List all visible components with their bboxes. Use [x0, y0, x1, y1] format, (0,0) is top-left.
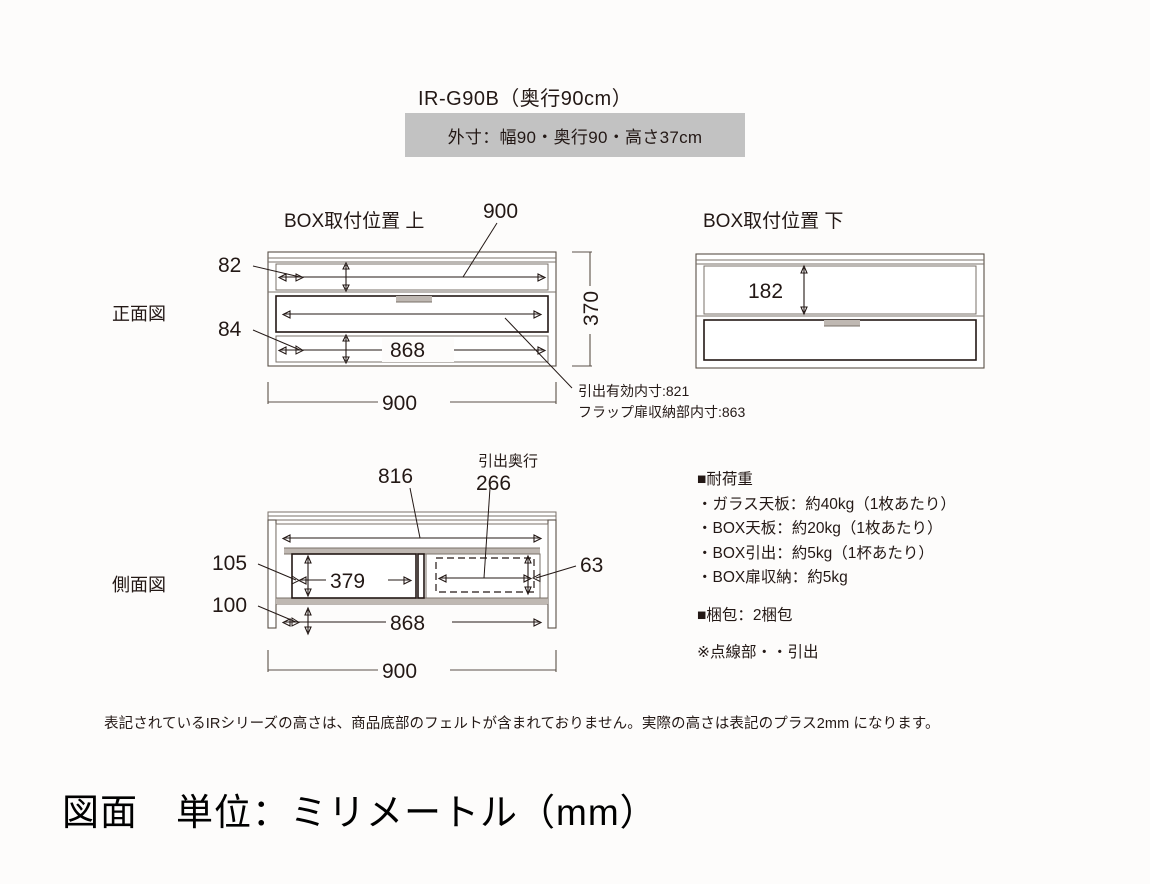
spec-load-item: ・BOX扉収納：約5kg	[697, 569, 848, 586]
caption-box-position-top: BOX取付位置 上	[284, 211, 425, 232]
side-label-drawer-depth: 引出奥行	[478, 453, 538, 470]
spec-load-item: ・ガラス天板：約40kg（1枚あたり）	[697, 495, 956, 513]
spec-load-item: ・BOX天板：約20kg（1枚あたり）	[697, 520, 943, 537]
front-view-notes: 引出有効内寸:821 フラップ扉収納部内寸:863	[578, 381, 745, 423]
side-view-drawing: 816 引出奥行 266 105 379 63 100	[212, 453, 603, 683]
footer-note: 表記されているIRシリーズの高さは、商品底部のフェルトが含まれておりません。実際…	[104, 716, 940, 732]
note-flap-inner: フラップ扉収納部内寸:863	[578, 404, 746, 420]
spacer	[697, 628, 956, 641]
side-dim-63: 63	[580, 554, 603, 577]
spec-load-heading: ■耐荷重	[697, 471, 753, 488]
label-side-view: 側面図	[112, 575, 166, 595]
spec-packing: ■梱包：2梱包	[697, 606, 793, 624]
side-dim-266: 266	[476, 472, 511, 495]
bottom-box-dim-182: 182	[748, 280, 783, 303]
caption-box-position-bottom: BOX取付位置 下	[703, 211, 844, 232]
unit-title: 図面 単位：ミリメートル（mm）	[62, 792, 658, 833]
external-dimensions-banner: 外寸：幅90・奥行90・高さ37cm	[405, 113, 745, 157]
front-dim-868: 868	[390, 339, 425, 362]
bottom-box-view-drawing: 182	[695, 253, 985, 369]
front-dim-370: 370	[580, 291, 603, 326]
side-dim-816: 816	[378, 465, 413, 488]
label-front-view: 正面図	[112, 304, 166, 324]
note-drawer-inner: 引出有効内寸:821	[578, 383, 690, 399]
side-dim-100: 100	[212, 594, 247, 617]
side-dim-105: 105	[212, 552, 247, 575]
external-dimensions-text: 外寸：幅90・奥行90・高さ37cm	[447, 127, 703, 147]
spec-load-item: ・BOX引出：約5kg（1杯あたり）	[697, 544, 934, 562]
side-dim-868: 868	[390, 612, 425, 635]
front-dim-900-inner: 900	[483, 200, 518, 223]
model-title: IR-G90B（奥行90cm）	[418, 88, 633, 110]
front-dim-84: 84	[218, 318, 242, 341]
front-dim-overall-900: 900	[382, 392, 417, 415]
spacer	[697, 591, 956, 604]
side-dim-overall-900: 900	[382, 660, 417, 683]
front-view-drawing: 82 900 868 84 370 9	[218, 200, 603, 415]
front-dim-82: 82	[218, 254, 241, 277]
specifications-block: ■耐荷重 ・ガラス天板：約40kg（1枚あたり） ・BOX天板：約20kg（1枚…	[697, 468, 956, 666]
spec-dashed-note: ※点線部・・引出	[697, 644, 819, 661]
side-dim-379: 379	[330, 570, 365, 593]
